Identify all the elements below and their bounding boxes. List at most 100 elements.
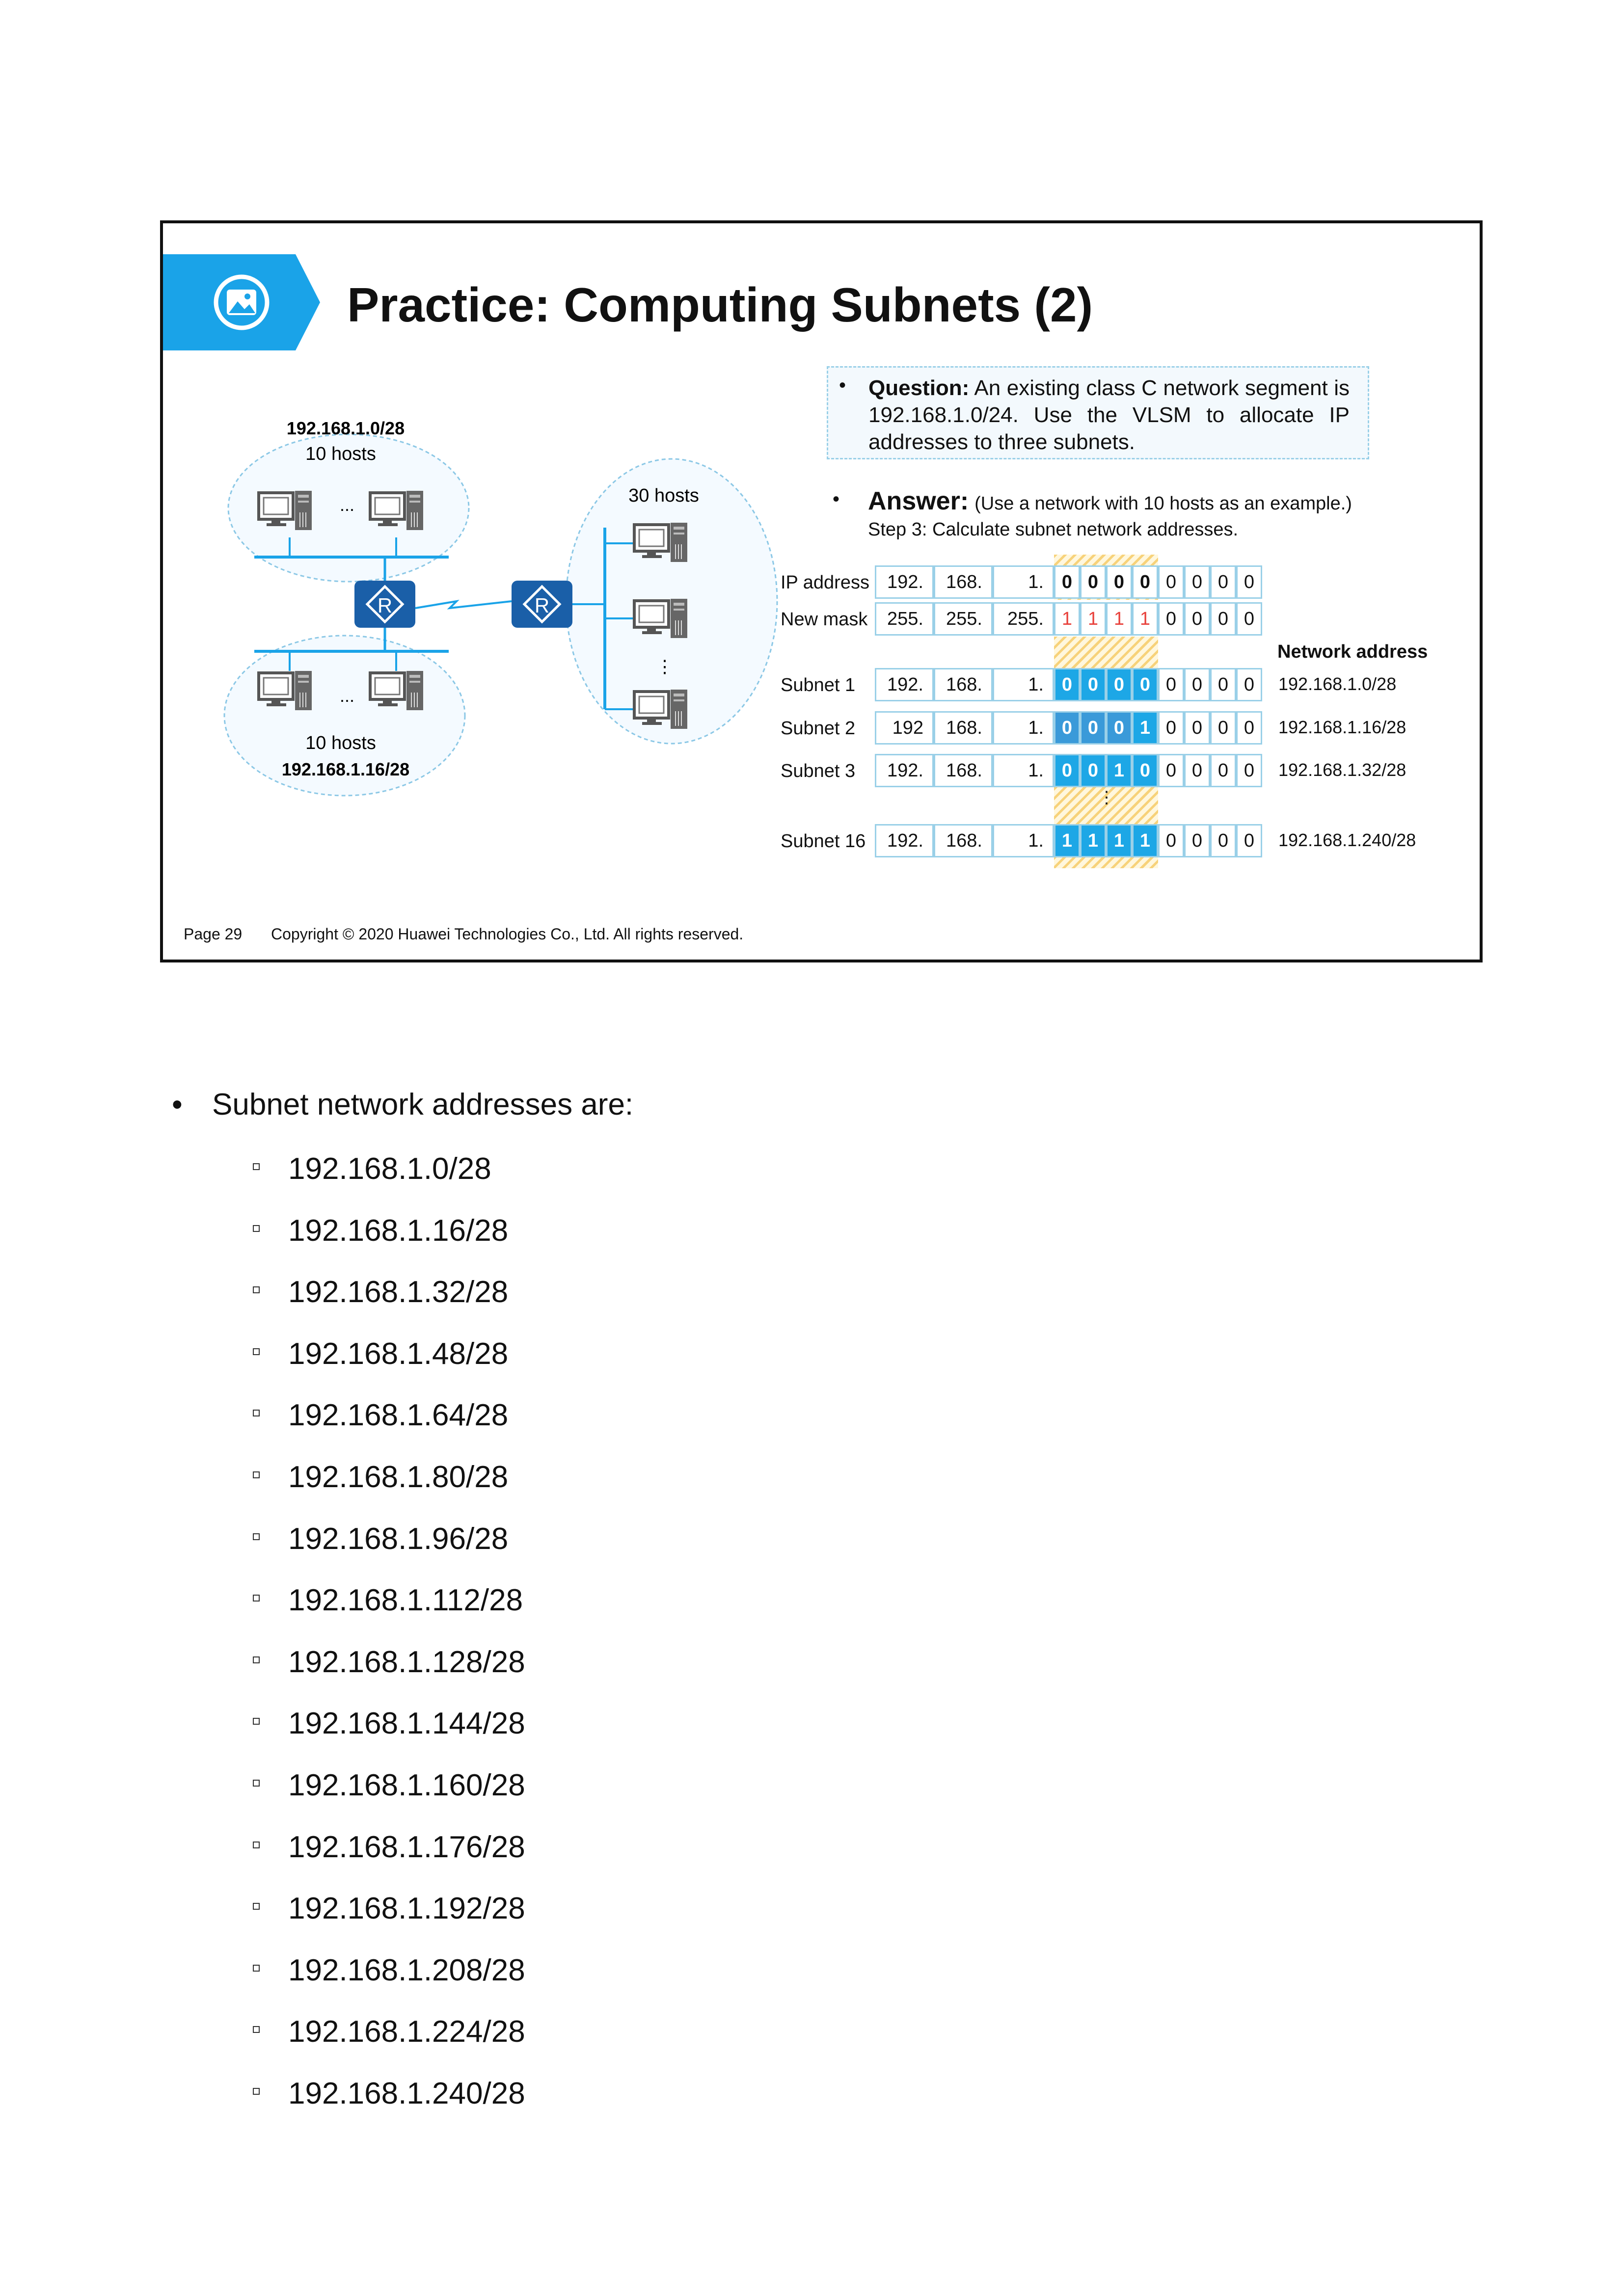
top-lan-ellipse	[227, 433, 470, 583]
bullet-marker: •	[833, 488, 840, 510]
bit-cell: 0	[1158, 754, 1184, 787]
subnet-address: 192.168.1.32/28	[288, 1275, 509, 1309]
bit-cell: 1	[1054, 824, 1080, 857]
bit-cell: 1	[1106, 754, 1132, 787]
square-bullet-icon	[253, 1903, 260, 1910]
subnet-address: 192.168.1.160/28	[288, 1768, 525, 1802]
notes-title: Subnet network addresses are:	[212, 1088, 634, 1121]
bit-cell: 1	[1054, 602, 1080, 636]
bit-cell: 0	[1184, 668, 1210, 701]
bit-cell: 0	[1184, 824, 1210, 857]
octet-cell: 168.	[934, 824, 993, 857]
computer-icon	[634, 523, 687, 562]
bit-cell: 0	[1210, 824, 1236, 857]
bottom-network-label: 192.168.1.16/28	[282, 759, 409, 779]
subnet-address: 192.168.1.208/28	[288, 1953, 525, 1987]
octet-cell: 192.	[875, 824, 934, 857]
bullet-marker: •	[839, 374, 846, 396]
right-vdots: ⋮	[656, 656, 674, 676]
computer-icon	[259, 491, 312, 530]
octet-cell: 1.	[993, 668, 1054, 701]
network-address: 192.168.1.240/28	[1278, 830, 1416, 850]
bit-cell: 1	[1132, 711, 1158, 745]
square-bullet-icon	[253, 1286, 260, 1294]
bit-cell: 0	[1210, 754, 1236, 787]
bit-cell: 0	[1184, 711, 1210, 745]
bit-cell: 0	[1158, 602, 1184, 636]
bit-cell: 1	[1132, 824, 1158, 857]
square-bullet-icon	[253, 1225, 260, 1232]
top-hosts-label: 10 hosts	[305, 444, 376, 464]
network-address: 192.168.1.0/28	[1278, 674, 1397, 694]
subnet-address: 192.168.1.0/28	[288, 1152, 491, 1186]
octet-cell: 255.	[875, 602, 934, 636]
bit-cell: 1	[1106, 602, 1132, 636]
bit-cell: 0	[1210, 565, 1236, 599]
hatch-column	[1054, 787, 1158, 824]
hatch-column	[1054, 637, 1158, 668]
bit-cell: 0	[1236, 754, 1262, 787]
square-bullet-icon	[253, 1595, 260, 1602]
bit-cell: 0	[1080, 711, 1106, 745]
octet-cell: 192	[875, 711, 934, 745]
router-icon-right	[512, 581, 572, 628]
bit-cell: 0	[1158, 668, 1184, 701]
bit-cell: 0	[1210, 668, 1236, 701]
network-address: 192.168.1.32/28	[1278, 760, 1407, 780]
subnet-address: 192.168.1.48/28	[288, 1336, 509, 1371]
bit-cell: 0	[1236, 711, 1262, 745]
answer-label: Answer:	[868, 487, 969, 515]
network-address-header: Network address	[1277, 641, 1428, 662]
bit-cell: 0	[1210, 711, 1236, 745]
square-bullet-icon	[253, 1841, 260, 1848]
row-label: Subnet 1	[781, 675, 856, 695]
bit-cell: 0	[1132, 754, 1158, 787]
question-body: An existing class C network segment is 1…	[868, 376, 1350, 454]
octet-cell: 168.	[934, 668, 993, 701]
subnet-address: 192.168.1.80/28	[288, 1460, 509, 1494]
bit-cell: 0	[1080, 754, 1106, 787]
square-bullet-icon	[253, 2026, 260, 2033]
octet-cell: 168.	[934, 565, 993, 599]
square-bullet-icon	[253, 1718, 260, 1725]
subnet-address: 192.168.1.64/28	[288, 1398, 509, 1433]
slide-frame: Practice: Computing Subnets (2)	[160, 220, 1483, 962]
network-address: 192.168.1.16/28	[1278, 717, 1407, 737]
bottom-ellipsis: ...	[340, 686, 354, 706]
bit-cell: 0	[1236, 602, 1262, 636]
subnet-address: 192.168.1.96/28	[288, 1522, 509, 1556]
subnet-address: 192.168.1.240/28	[288, 2077, 525, 2110]
notes-bullet: •	[172, 1088, 183, 1121]
bottom-hosts-label: 10 hosts	[305, 733, 376, 753]
bit-cell: 0	[1132, 565, 1158, 599]
bit-cell: 0	[1210, 602, 1236, 636]
router-icon-left	[354, 581, 415, 628]
top-ellipsis: ...	[340, 495, 354, 515]
octet-cell: 1.	[993, 754, 1054, 787]
answer-note: (Use a network with 10 hosts as an examp…	[974, 493, 1352, 514]
router-label: R	[378, 594, 392, 617]
row-label: New mask	[781, 609, 868, 630]
bit-cell: 0	[1236, 824, 1262, 857]
square-bullet-icon	[253, 1410, 260, 1417]
subnet-address: 192.168.1.192/28	[288, 1892, 525, 1926]
square-bullet-icon	[253, 1533, 260, 1540]
subnet-address: 192.168.1.176/28	[288, 1830, 525, 1864]
octet-cell: 168.	[934, 711, 993, 745]
octet-cell: 255.	[934, 602, 993, 636]
octet-cell: 1.	[993, 824, 1054, 857]
computer-icon	[370, 491, 423, 530]
bit-cell: 0	[1132, 668, 1158, 701]
bit-cell: 0	[1080, 565, 1106, 599]
square-bullet-icon	[253, 1780, 260, 1787]
octet-cell: 168.	[934, 754, 993, 787]
square-bullet-icon	[253, 2088, 260, 2095]
bit-cell: 0	[1158, 565, 1184, 599]
subnet-address: 192.168.1.144/28	[288, 1707, 525, 1741]
octet-cell: 1.	[993, 711, 1054, 745]
octet-cell: 1.	[993, 565, 1054, 599]
bit-cell: 0	[1236, 565, 1262, 599]
row-label: IP address	[781, 572, 869, 593]
footer-copyright: Copyright © 2020 Huawei Technologies Co.…	[271, 925, 744, 943]
bit-cell: 0	[1184, 602, 1210, 636]
